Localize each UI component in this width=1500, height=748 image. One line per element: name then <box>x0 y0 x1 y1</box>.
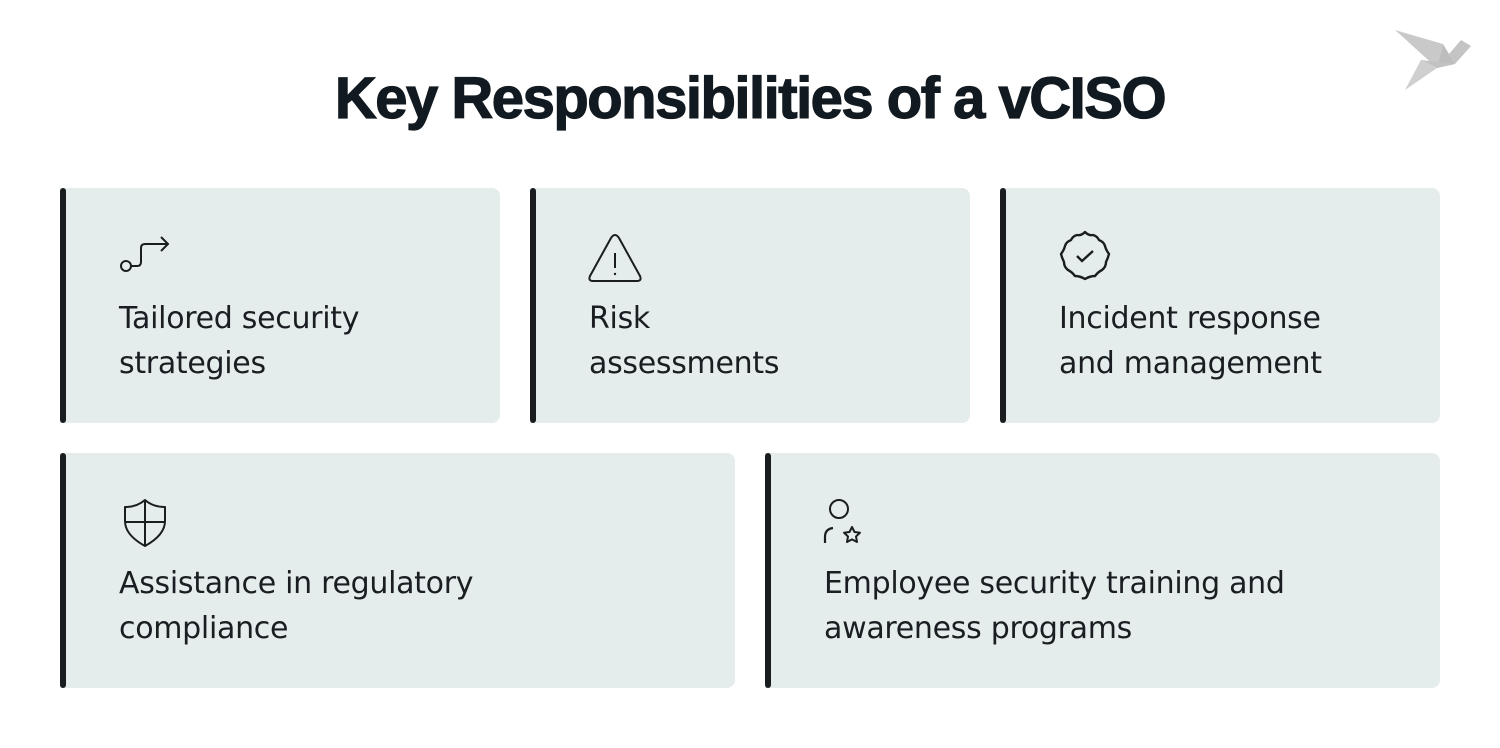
accent-bar <box>60 188 66 423</box>
user-star-icon <box>823 499 861 543</box>
origami-bird-icon <box>1395 30 1471 90</box>
accent-bar <box>1000 188 1006 423</box>
warning-triangle-icon <box>588 234 642 282</box>
route-arrow-icon <box>120 236 170 272</box>
accent-bar <box>60 453 66 688</box>
page-title: Key Responsibilities of a vCISO <box>334 65 1167 131</box>
accent-bar <box>765 453 771 688</box>
badge-check-icon <box>1059 230 1111 281</box>
accent-bar <box>530 188 536 423</box>
shield-icon <box>124 499 166 547</box>
